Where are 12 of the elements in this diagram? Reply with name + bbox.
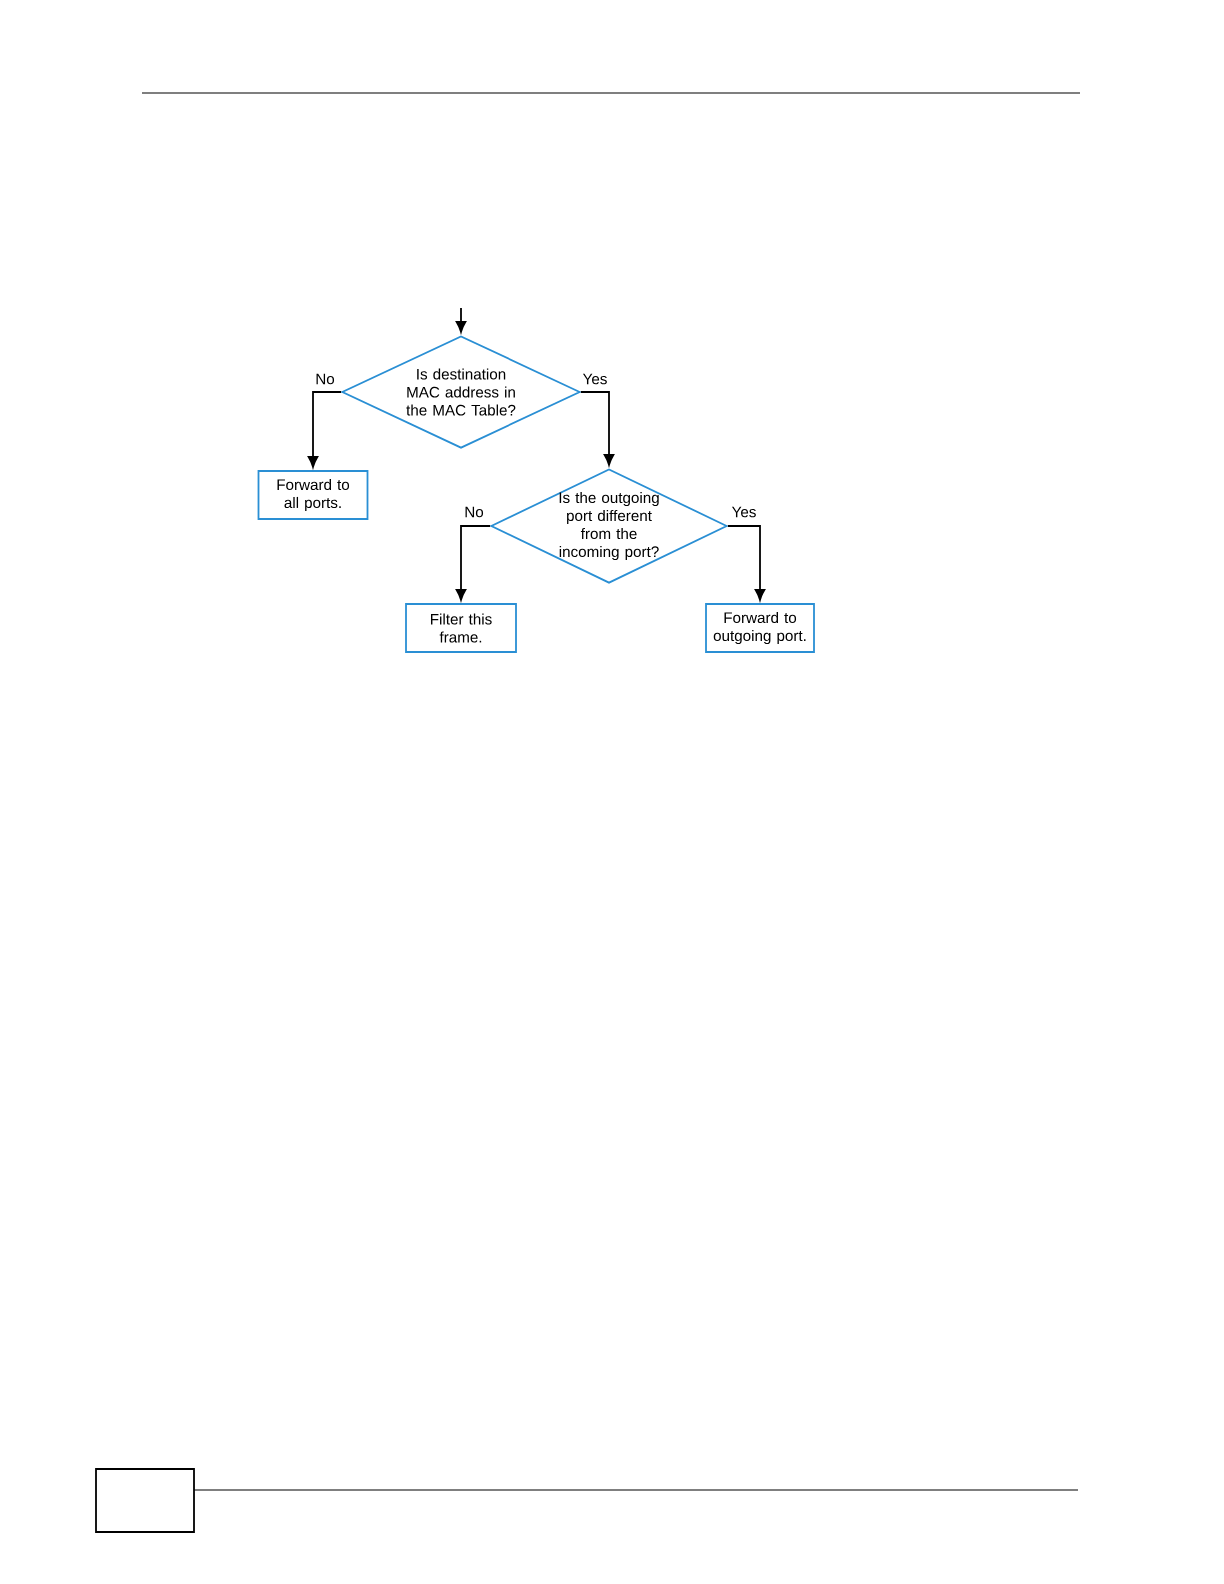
process-box: Forward to all ports. [257, 470, 369, 520]
arrow [580, 391, 615, 466]
arrow [455, 525, 491, 601]
process-box: Filter this frame. [405, 603, 517, 653]
arrow [455, 307, 467, 333]
edge-label: Yes [729, 504, 759, 520]
edge-label: Yes [580, 371, 610, 387]
arrow [307, 391, 342, 468]
process-box: Forward to outgoing port. [705, 603, 815, 653]
arrow [727, 525, 766, 601]
edge-label: No [313, 371, 337, 387]
edge-label: No [462, 504, 486, 520]
